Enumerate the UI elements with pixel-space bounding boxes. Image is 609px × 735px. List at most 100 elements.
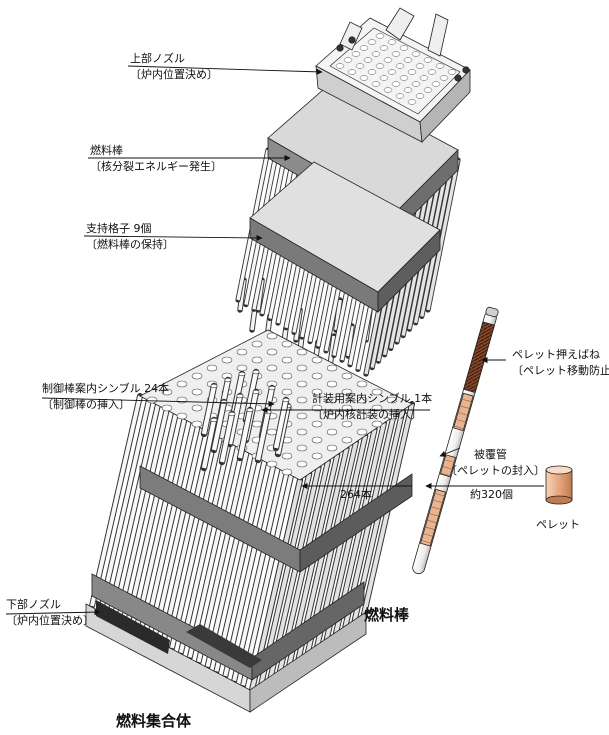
flow-hole <box>403 57 413 63</box>
leader-grid <box>83 234 263 242</box>
caption-fuel-rod: 燃料棒 <box>364 606 410 624</box>
rod-top-end <box>281 468 293 476</box>
flow-hole <box>395 63 405 69</box>
rod-top-end <box>281 452 293 460</box>
top-nozzle-flow-holes <box>335 33 457 105</box>
pellet-stack-mid <box>439 454 456 478</box>
caption-fuel-assembly: 燃料集合体 <box>116 712 192 730</box>
rod-top-end <box>341 436 353 444</box>
guide-thimble-highlight <box>237 409 253 459</box>
flow-hole <box>359 75 369 81</box>
guide-thimble-highlight <box>201 385 217 435</box>
label-spring-note: 〔ペレット移動防止〕 <box>512 364 609 377</box>
flow-hole <box>343 57 353 63</box>
rod-top-end <box>296 460 308 468</box>
rod-top-end <box>386 396 398 404</box>
guide-thimble-end <box>282 397 290 403</box>
pellet-divisions <box>421 398 472 544</box>
pellet-division <box>455 418 466 423</box>
lower-rod-highlight <box>98 400 151 612</box>
label-pellet: ペレット <box>536 518 580 531</box>
rod-top-end <box>266 332 278 340</box>
label-grid: 支持格子 9個 <box>86 222 152 235</box>
flow-hole <box>355 63 365 69</box>
rod-top-end <box>266 348 278 356</box>
flow-hole <box>371 51 381 57</box>
guide-thimble-end <box>228 411 236 417</box>
flow-hole <box>379 45 389 51</box>
rod-top-end <box>206 364 218 372</box>
lower-rod-highlight <box>152 428 205 640</box>
upper-rod-end-highlight <box>328 335 336 367</box>
pellet-division <box>457 412 468 416</box>
guide-thimble-end <box>236 393 244 399</box>
flow-hole <box>375 33 385 39</box>
pellet-stack-lower <box>419 488 447 547</box>
label-top-nozzle-note: 〔炉内位置決め〕 <box>130 68 218 81</box>
flow-hole <box>387 39 397 45</box>
flow-hole <box>383 87 393 93</box>
flow-hole <box>367 69 377 75</box>
rod-top-end <box>356 396 368 404</box>
bottom-nozzle <box>85 600 367 713</box>
rod-top-end <box>311 404 323 412</box>
rod-top-end <box>281 388 293 396</box>
flow-hole <box>423 57 433 63</box>
rod-top-end <box>341 372 353 380</box>
guide-thimble-end <box>220 399 228 405</box>
rod-top-end <box>311 420 323 428</box>
rod-top-end <box>311 372 323 380</box>
guide-thimble-highlight <box>219 413 235 463</box>
label-cladding: 被覆管 <box>474 448 507 461</box>
guide-thimble-end <box>252 369 260 375</box>
lower-rod-highlight <box>170 437 222 649</box>
guide-thimble-end <box>210 383 218 389</box>
lower-rod-highlight <box>205 456 258 668</box>
lower-rod-highlight <box>232 470 285 682</box>
flow-hole <box>375 63 385 69</box>
pellet-division <box>428 513 439 517</box>
flow-hole <box>439 75 449 81</box>
guide-thimble-end <box>224 377 232 383</box>
upper-rod-end-highlight <box>346 325 354 357</box>
pellet-division <box>440 472 451 477</box>
flow-hole <box>411 51 421 57</box>
pellet-illustration <box>545 465 573 505</box>
rod-top-end <box>281 372 293 380</box>
rod-top-end <box>191 388 203 396</box>
flow-hole <box>415 63 425 69</box>
label-fuel-rod: 燃料棒 <box>90 144 123 157</box>
leader-cladding <box>439 447 461 457</box>
pellet-division <box>442 466 453 470</box>
flow-hole <box>427 69 437 75</box>
pellet-division <box>459 405 470 409</box>
label-grid-note: 〔燃料棒の保持〕 <box>86 238 174 251</box>
rod-top-end <box>341 420 353 428</box>
pellet-division <box>430 506 441 510</box>
flow-hole <box>359 45 369 51</box>
rod-top-end <box>281 356 293 364</box>
flow-hole <box>351 51 361 57</box>
flow-hole <box>347 69 357 75</box>
lower-rod-highlight <box>214 460 267 672</box>
rod-top-end <box>326 412 338 420</box>
leader-guide-thimble <box>41 397 275 408</box>
single-fuel-rod <box>412 306 499 575</box>
rod-top-end <box>251 420 263 428</box>
flow-hole <box>403 87 413 93</box>
rod-top-end <box>326 444 338 452</box>
leader-lines <box>5 65 544 616</box>
leader-bottom-nozzle <box>5 608 101 616</box>
rod-top-end <box>311 452 323 460</box>
rod-top-end <box>371 404 383 412</box>
flow-hole <box>379 75 389 81</box>
lower-grid-1 <box>139 465 413 573</box>
label-cladding-note: 〔ペレットの封入〕 <box>446 464 545 477</box>
pellet-division <box>461 398 472 403</box>
pellet-division <box>444 459 455 463</box>
flow-hole <box>391 51 401 57</box>
pellet-division <box>427 519 437 524</box>
pellet-division <box>432 499 443 504</box>
lower-rod-highlight <box>187 446 240 658</box>
rod-top-end <box>251 340 263 348</box>
